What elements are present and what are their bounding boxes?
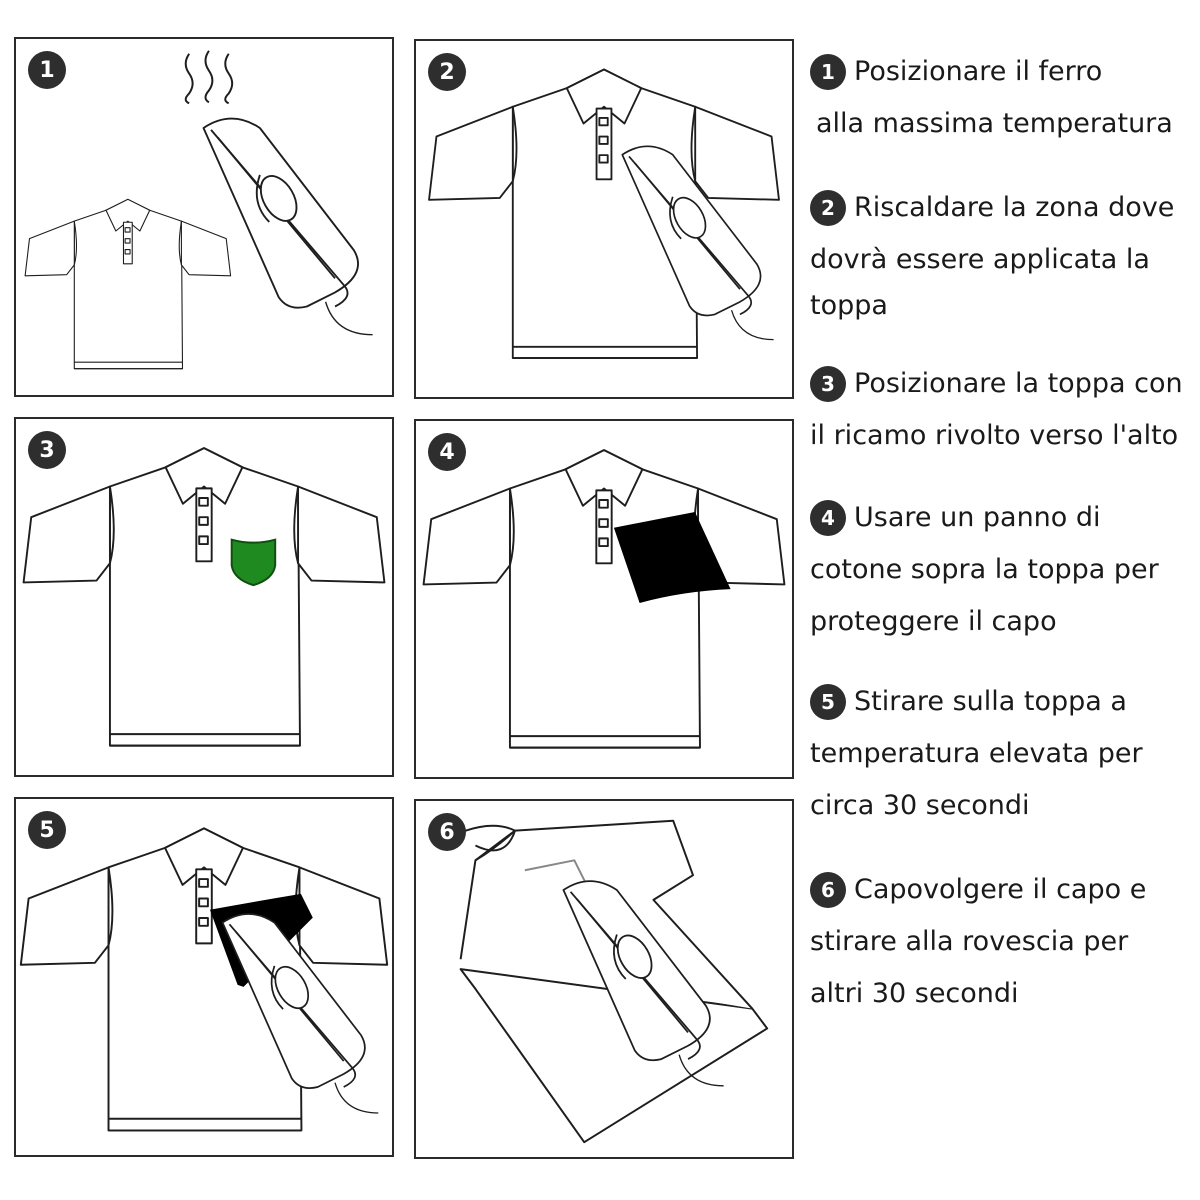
- panel-1-illustration: [24, 50, 374, 370]
- panel-1-number-badge: 1: [28, 51, 66, 89]
- step-3-line-1: Posizionare la toppa con: [854, 368, 1183, 399]
- shirt-icon: [22, 447, 386, 747]
- panel-3-number-badge: 3: [28, 431, 66, 469]
- step-1-line-2: alla massima temperatura: [816, 108, 1173, 139]
- panel-6-illustration: [459, 819, 769, 1144]
- step-1: 1 Posizionare il ferro alla massima tempe…: [810, 46, 1200, 150]
- step-2: 2 Riscaldare la zona dove dovrà essere ap…: [810, 182, 1200, 332]
- iron-icon: [202, 117, 374, 336]
- panel-4: 4: [414, 419, 794, 779]
- panel-2-illustration: [428, 68, 780, 360]
- step-4-line-3: proteggere il capo: [810, 606, 1057, 637]
- panel-5-number-badge: 5: [28, 811, 66, 849]
- step-6-line-1: Capovolgere il capo e: [854, 874, 1147, 905]
- step-2-line-1: Riscaldare la zona dove: [854, 192, 1175, 223]
- step-6-line-2: stirare alla rovescia per: [810, 926, 1129, 957]
- step-6: 6 Capovolgere il capo e stirare alla rove…: [810, 864, 1200, 1020]
- panel-5-illustration: [19, 827, 389, 1132]
- panel-3: 3: [14, 417, 394, 777]
- step-4-line-2: cotone sopra la toppa per: [810, 554, 1159, 585]
- panel-1: 1: [14, 37, 394, 397]
- panel-6-number-badge: 6: [428, 813, 466, 851]
- step-2-badge: 2: [810, 190, 846, 226]
- panel-6: 6: [414, 799, 794, 1159]
- panel-4-number-badge: 4: [428, 433, 466, 471]
- step-5-line-3: circa 30 secondi: [810, 790, 1030, 821]
- patch-icon: [230, 538, 277, 587]
- step-6-badge: 6: [810, 872, 846, 908]
- shirt-icon: [422, 449, 786, 749]
- panel-5: 5: [14, 797, 394, 1157]
- step-2-line-3: toppa: [810, 290, 888, 321]
- step-5-line-1: Stirare sulla toppa a: [854, 686, 1127, 717]
- step-5-line-2: temperatura elevata per: [810, 738, 1143, 769]
- panel-3-illustration: [22, 447, 386, 747]
- step-4-line-1: Usare un panno di: [854, 502, 1101, 533]
- cotton-cloth-icon: [613, 511, 731, 603]
- step-5-badge: 5: [810, 684, 846, 720]
- panel-4-illustration: [422, 449, 786, 749]
- step-1-line-1: Posizionare il ferro: [854, 56, 1103, 87]
- step-4-badge: 4: [810, 500, 846, 536]
- step-3: 3 Posizionare la toppa con il ricamo rivo…: [810, 358, 1200, 462]
- step-5: 5 Stirare sulla toppa a temperatura eleva…: [810, 676, 1200, 832]
- step-1-badge: 1: [810, 54, 846, 90]
- panel-2-number-badge: 2: [428, 53, 466, 91]
- step-3-badge: 3: [810, 366, 846, 402]
- panel-2: 2: [414, 39, 794, 399]
- step-3-line-2: il ricamo rivolto verso l'alto: [810, 420, 1179, 451]
- step-6-line-3: altri 30 secondi: [810, 978, 1019, 1009]
- shirt-icon: [24, 198, 232, 370]
- shirt-icon: [19, 827, 389, 1132]
- step-4: 4 Usare un panno di cotone sopra la toppa…: [810, 492, 1200, 648]
- shirt-icon: [428, 68, 780, 360]
- step-2-line-2: dovrà essere applicata la: [810, 244, 1150, 275]
- heat-waves-icon: [184, 50, 234, 105]
